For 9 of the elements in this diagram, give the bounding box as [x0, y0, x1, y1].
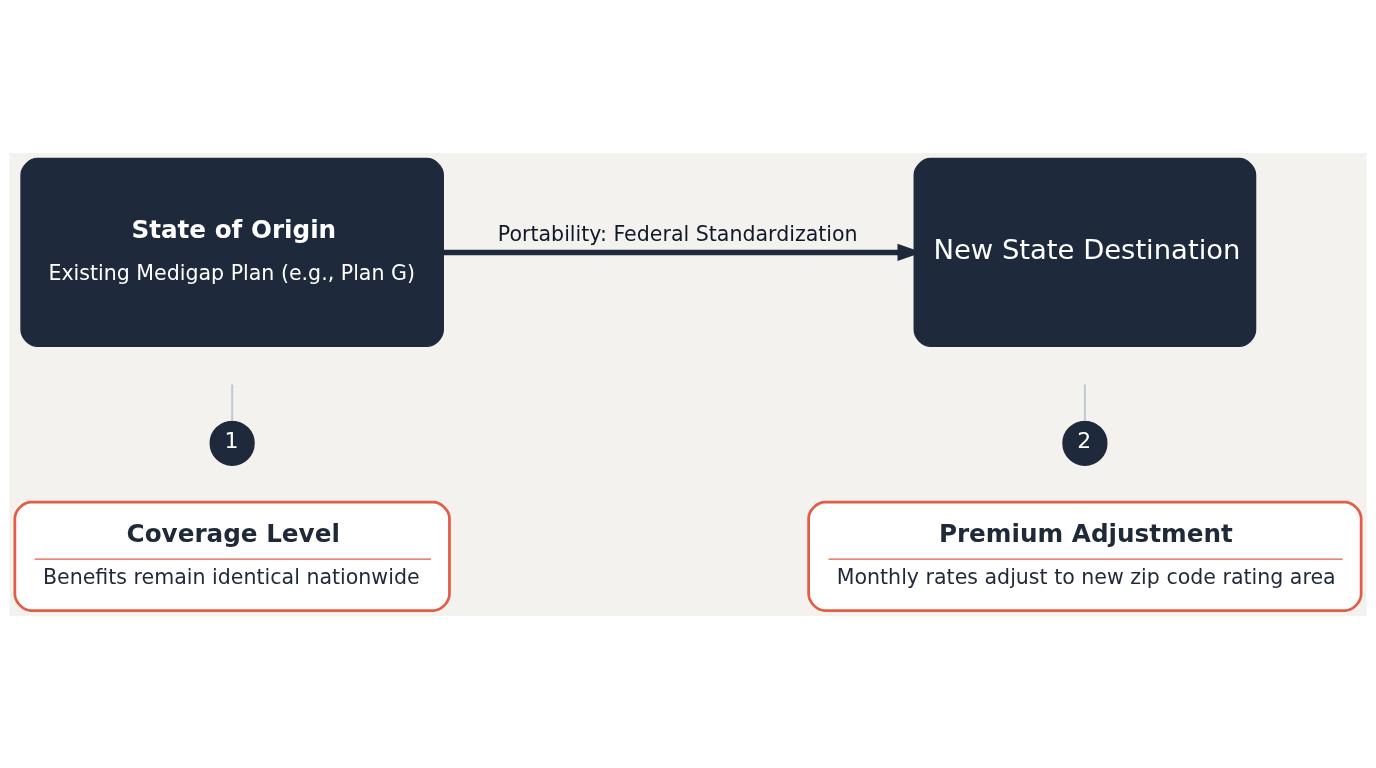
connector — [231, 383, 234, 421]
node-box: Premium Adjustment Monthly rates adjust to new zip code rating area — [807, 500, 1363, 612]
node-circle: 1 — [209, 420, 255, 466]
node-box: State of Origin Existing Medigap Plan (e.g., Plan G) — [20, 157, 444, 347]
connector — [1083, 383, 1086, 421]
node-circle: 2 — [1062, 420, 1108, 466]
node-box: New State Destination — [913, 157, 1257, 347]
node-box: Coverage Level Benefits remain identical nationwide — [13, 500, 451, 612]
edge-label: Portability: Federal Standardization — [497, 221, 858, 246]
